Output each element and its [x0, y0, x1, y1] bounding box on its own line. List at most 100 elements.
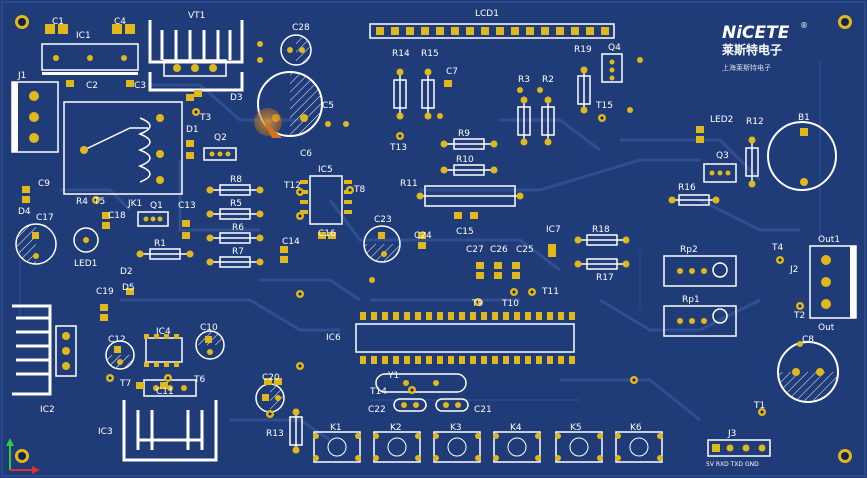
label-c18: C18: [108, 211, 126, 221]
label-r10: R10: [456, 155, 474, 165]
label-r17: R17: [596, 273, 614, 283]
label-t13: T13: [389, 143, 407, 153]
label-ic5: IC5: [318, 165, 333, 175]
label-d5: D5: [122, 283, 135, 293]
label-rp2: Rp2: [680, 245, 698, 255]
label-r9: R9: [458, 129, 470, 139]
label-r13: R13: [266, 429, 284, 439]
label-c6: C6: [300, 149, 312, 159]
label-c8: C8: [802, 335, 814, 345]
ic1-regulator: [41, 24, 139, 75]
small-caps: [15, 223, 401, 413]
label-r8: R8: [230, 175, 242, 185]
c28-capacitor: [280, 34, 312, 66]
label-c17: C17: [36, 213, 54, 223]
c8-capacitor: [777, 341, 839, 403]
label-j2: J2: [789, 265, 798, 275]
logo-cn-name: 莱斯特电子: [722, 42, 782, 57]
label-led1: LED1: [74, 259, 97, 269]
label-t14: T14: [369, 387, 387, 397]
label-t1: T1: [753, 401, 765, 411]
label-t15: T15: [595, 101, 613, 111]
label-t8: T8: [353, 185, 365, 195]
label-r18: R18: [592, 225, 610, 235]
label-ic2: IC2: [40, 405, 55, 415]
ic3-heatsink: [122, 400, 218, 462]
label-c7: C7: [446, 67, 458, 77]
label-y1: Y1: [387, 371, 399, 381]
label-t2: T2: [793, 311, 805, 321]
label-c9: C9: [38, 179, 50, 189]
selection-highlight: [254, 108, 282, 138]
label-r16: R16: [678, 183, 696, 193]
y1-crystal: [375, 373, 469, 412]
logo-registered: ®: [800, 21, 808, 30]
label-r11: R11: [400, 179, 418, 189]
label-ic3: IC3: [98, 427, 113, 437]
label-c1: C1: [52, 17, 64, 27]
label-j1: J1: [17, 71, 26, 81]
label-r4: R4: [76, 197, 88, 207]
j3-pin-labels: 5V RXD TXD GND: [706, 461, 759, 468]
label-k5: K5: [570, 423, 582, 433]
label-q4: Q4: [608, 43, 621, 53]
label-c22: C22: [368, 405, 386, 415]
logo-brand: NiCETE: [722, 23, 790, 43]
label-c24: C24: [414, 231, 432, 241]
resistors: [136, 66, 759, 454]
test-points: [92, 41, 804, 418]
label-jk1: JK1: [127, 199, 142, 209]
label-c12: C12: [108, 335, 126, 345]
b1-buzzer: [767, 121, 837, 191]
label-r19: R19: [574, 45, 592, 55]
label-vt1: VT1: [188, 11, 205, 21]
label-r7: R7: [232, 247, 244, 257]
j3-header: [707, 439, 771, 457]
j1-terminal: [11, 81, 59, 153]
smd-pads: [22, 80, 704, 389]
label-out: Out: [818, 323, 835, 333]
label-k1: K1: [330, 423, 342, 433]
ic2-heatsink: [12, 304, 52, 396]
label-rp1: Rp1: [682, 295, 700, 305]
logo-subtitle: 上海莱斯特电子: [722, 63, 771, 72]
transformer-block: [63, 101, 183, 195]
label-c5: C5: [322, 101, 334, 111]
label-t9: T9: [471, 299, 483, 309]
mounting-holes: [15, 15, 852, 463]
transistors: [137, 53, 737, 227]
label-c11: C11: [156, 387, 174, 397]
label-c3: C3: [134, 81, 146, 91]
label-d3: D3: [230, 93, 243, 103]
label-c26: C26: [490, 245, 508, 255]
label-c21: C21: [474, 405, 492, 415]
label-c20: C20: [262, 373, 280, 383]
label-c27: C27: [466, 245, 484, 255]
nicete-logo: NiCETE ® 莱斯特电子 上海莱斯特电子: [722, 21, 808, 72]
label-r5: R5: [230, 199, 242, 209]
label-b1: B1: [798, 113, 810, 123]
label-t3: T3: [199, 113, 211, 123]
axis-gizmo: [6, 438, 40, 474]
label-led2: LED2: [710, 115, 733, 125]
label-c16: C16: [318, 229, 336, 239]
label-k4: K4: [510, 423, 522, 433]
label-k3: K3: [450, 423, 462, 433]
label-t10: T10: [501, 299, 519, 309]
label-r2: R2: [542, 75, 554, 85]
label-c4: C4: [114, 17, 126, 27]
ic6-chip: [355, 312, 575, 364]
label-c13: C13: [178, 201, 196, 211]
label-c19: C19: [96, 287, 114, 297]
label-q1: Q1: [150, 201, 163, 211]
label-c25: C25: [516, 245, 534, 255]
label-t6: T6: [193, 375, 205, 385]
label-d4: D4: [18, 207, 31, 217]
c5-capacitor: [257, 71, 323, 137]
label-out1: Out1: [818, 235, 840, 245]
ic4-chip: [144, 334, 183, 367]
label-t11: T11: [541, 287, 559, 297]
label-t12: T12: [283, 181, 301, 191]
